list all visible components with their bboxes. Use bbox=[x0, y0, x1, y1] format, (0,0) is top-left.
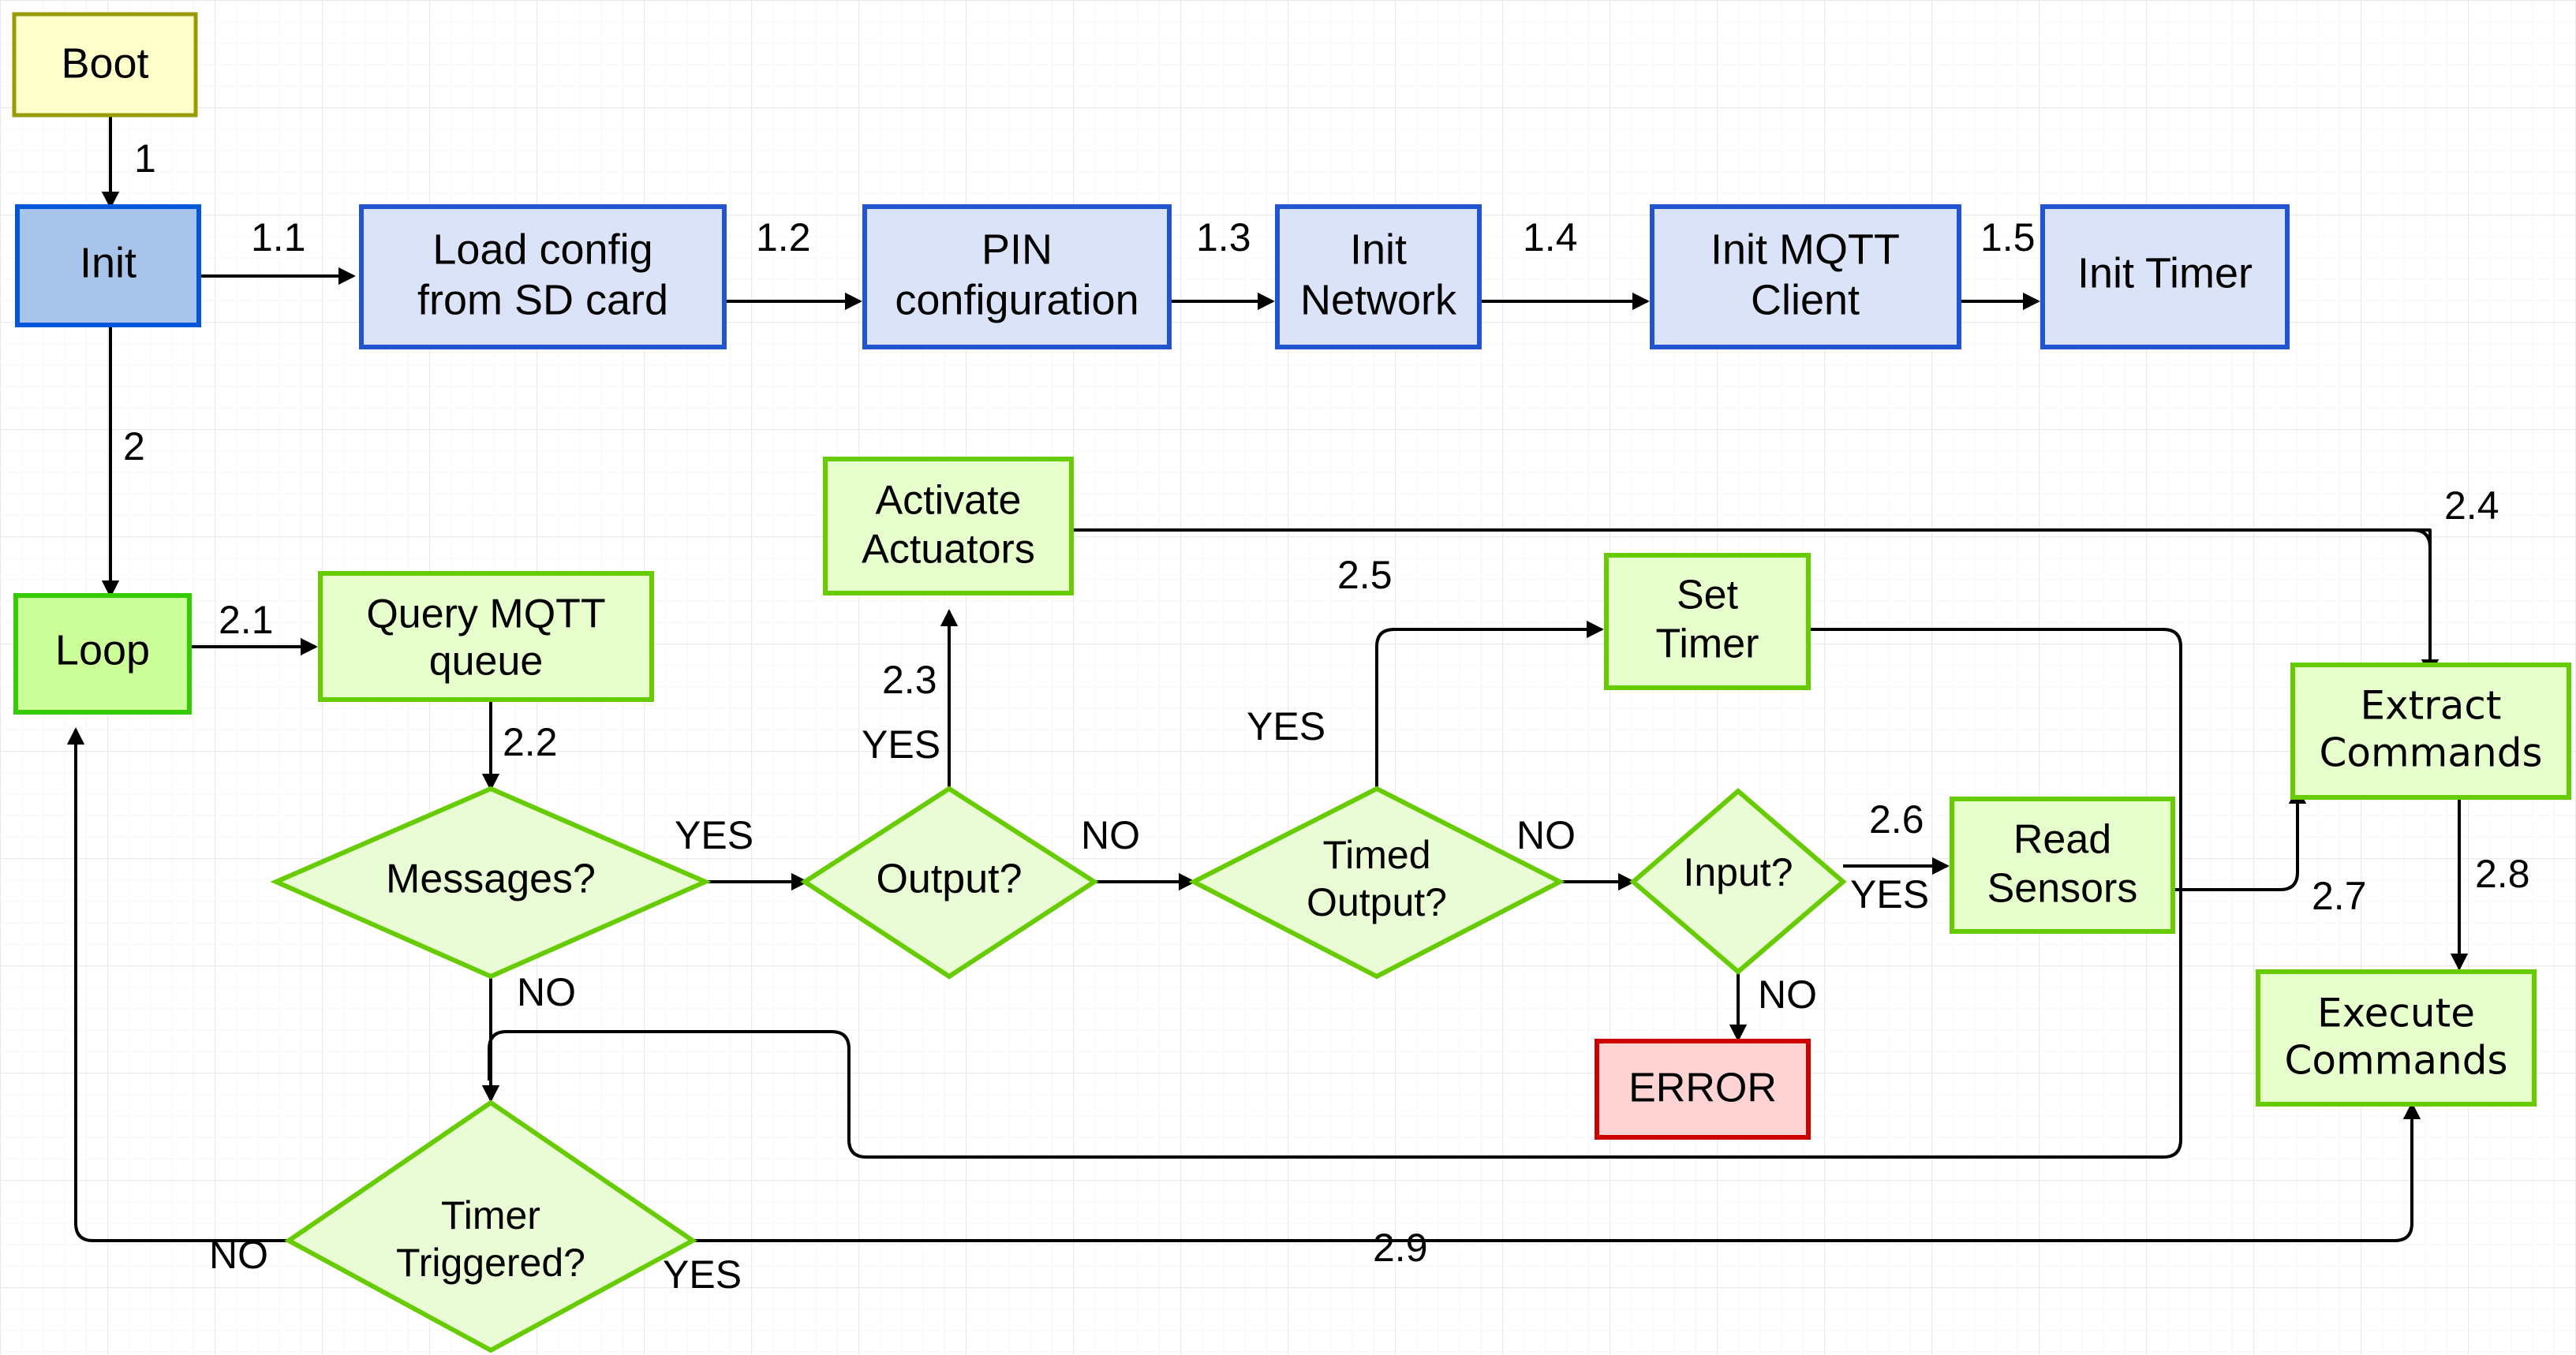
node-load-config-line2: from SD card bbox=[417, 276, 668, 323]
edge-label-2-2: 2.2 bbox=[503, 720, 558, 764]
edge-label-2-5: 2.5 bbox=[1337, 553, 1393, 597]
edge-label-2-8: 2.8 bbox=[2475, 852, 2530, 896]
node-input-decision-label: Input? bbox=[1683, 850, 1793, 894]
node-extract-commands-line2: Commands bbox=[2319, 730, 2542, 776]
node-read-sensors-line1: Read bbox=[2013, 817, 2111, 863]
node-layer: Boot Init Load config from SD card PIN c… bbox=[12, 12, 2571, 1353]
node-init-label: Init bbox=[80, 239, 136, 286]
node-execute-commands-line2: Commands bbox=[2284, 1038, 2507, 1084]
edge-label-2-7: 2.7 bbox=[2312, 874, 2367, 918]
node-init-mqtt-client-line2: Client bbox=[1751, 276, 1860, 323]
edge-readsensors-extract bbox=[2174, 786, 2307, 891]
edge-label-1-2: 1.2 bbox=[756, 215, 811, 259]
edge-label-yes-input: YES bbox=[1850, 872, 1929, 916]
node-timed-output-decision-line2: Output? bbox=[1307, 880, 1447, 924]
node-set-timer-line2: Timer bbox=[1656, 622, 1759, 667]
node-read-sensors-line2: Sensors bbox=[1987, 866, 2138, 912]
node-output-decision[interactable]: Output? bbox=[800, 786, 1099, 980]
node-boot-label: Boot bbox=[61, 39, 148, 87]
node-timer-triggered-decision-line2: Triggered? bbox=[396, 1241, 585, 1285]
node-pin-configuration[interactable]: PIN configuration bbox=[862, 204, 1172, 349]
node-execute-commands[interactable]: Execute Commands bbox=[2256, 969, 2537, 1107]
node-loop-label: Loop bbox=[55, 626, 150, 674]
edge-label-1: 1 bbox=[134, 136, 156, 181]
edge-label-1-5: 1.5 bbox=[1980, 215, 2036, 259]
edge-actuate-extract-round bbox=[1071, 528, 2432, 663]
node-input-decision[interactable]: Input? bbox=[1629, 788, 1847, 975]
node-extract-commands[interactable]: Extract Commands bbox=[2290, 663, 2571, 800]
node-pin-configuration-line1: PIN bbox=[981, 226, 1052, 273]
node-init-network-line2: Network bbox=[1300, 276, 1457, 323]
edge-label-yes-output: YES bbox=[862, 722, 940, 767]
node-loop[interactable]: Loop bbox=[13, 593, 192, 715]
node-execute-commands-line1: Execute bbox=[2317, 991, 2475, 1036]
node-init-network-line1: Init bbox=[1350, 226, 1407, 273]
node-timer-triggered-decision[interactable]: Timer Triggered? bbox=[284, 1099, 697, 1353]
edge-label-1-3: 1.3 bbox=[1196, 215, 1251, 259]
node-activate-actuators[interactable]: Activate Actuators bbox=[823, 457, 1074, 595]
edge-label-yes-timedoutput: YES bbox=[1247, 704, 1325, 748]
node-read-sensors[interactable]: Read Sensors bbox=[1950, 797, 2175, 934]
node-init-timer-label: Init Timer bbox=[2077, 249, 2253, 297]
node-query-mqtt-queue-line2: queue bbox=[429, 639, 544, 685]
edge-label-2-6: 2.6 bbox=[1869, 797, 1924, 842]
node-load-config-line1: Load config bbox=[432, 226, 652, 273]
edge-label-2: 2 bbox=[123, 424, 145, 468]
edge-timertriggered-no-loop bbox=[66, 727, 292, 1242]
node-activate-actuators-line1: Activate bbox=[876, 478, 1022, 524]
node-error-label: ERROR bbox=[1628, 1066, 1777, 1111]
node-init-timer[interactable]: Init Timer bbox=[2040, 204, 2290, 349]
edge-label-2-4: 2.4 bbox=[2444, 483, 2499, 528]
edge-label-no-input: NO bbox=[1758, 972, 1817, 1017]
node-set-timer-line1: Set bbox=[1677, 573, 1739, 618]
node-query-mqtt-queue-line1: Query MQTT bbox=[366, 592, 605, 637]
node-init-mqtt-client[interactable]: Init MQTT Client bbox=[1650, 204, 1961, 349]
node-timed-output-decision-line1: Timed bbox=[1322, 833, 1430, 877]
edge-label-no-timedoutput: NO bbox=[1516, 813, 1576, 857]
node-error[interactable]: ERROR bbox=[1595, 1039, 1811, 1140]
node-init[interactable]: Init bbox=[15, 204, 201, 327]
node-pin-configuration-line2: configuration bbox=[895, 276, 1138, 323]
node-load-config[interactable]: Load config from SD card bbox=[359, 204, 727, 349]
edge-label-no-timertriggered: NO bbox=[209, 1233, 268, 1277]
node-init-mqtt-client-line1: Init MQTT bbox=[1710, 226, 1900, 273]
node-extract-commands-line1: Extract bbox=[2360, 683, 2501, 729]
edge-layer bbox=[66, 114, 2469, 1242]
edge-label-yes-timertriggered: YES bbox=[663, 1252, 742, 1297]
node-boot[interactable]: Boot bbox=[12, 12, 198, 118]
edge-timedoutput-yes-settimer bbox=[1375, 620, 1604, 836]
edge-label-2-9: 2.9 bbox=[1373, 1226, 1428, 1270]
node-output-decision-label: Output? bbox=[876, 857, 1022, 902]
edge-settimer-return bbox=[488, 628, 2182, 1159]
node-set-timer[interactable]: Set Timer bbox=[1604, 553, 1811, 690]
edge-label-1-1: 1.1 bbox=[251, 215, 306, 259]
edge-label-no-output: NO bbox=[1081, 813, 1140, 857]
edge-label-1-4: 1.4 bbox=[1523, 215, 1578, 259]
edge-label-2-1: 2.1 bbox=[219, 598, 274, 642]
edge-label-2-3: 2.3 bbox=[882, 658, 937, 702]
node-messages-decision[interactable]: Messages? bbox=[270, 786, 712, 980]
node-activate-actuators-line2: Actuators bbox=[862, 527, 1035, 573]
node-messages-decision-label: Messages? bbox=[386, 857, 596, 902]
node-timed-output-decision[interactable]: Timed Output? bbox=[1188, 786, 1565, 980]
edge-label-layer: 1 1.1 1.2 1.3 1.4 1.5 2 2.1 2.2 2.3 2.4 … bbox=[123, 136, 2530, 1297]
edge-label-yes-messages: YES bbox=[675, 813, 753, 857]
edge-timertriggered-yes-execute bbox=[693, 1102, 2421, 1242]
edge-label-no-messages: NO bbox=[517, 970, 576, 1014]
node-query-mqtt-queue[interactable]: Query MQTT queue bbox=[318, 571, 654, 702]
node-timer-triggered-decision-line1: Timer bbox=[441, 1193, 540, 1237]
node-init-network[interactable]: Init Network bbox=[1275, 204, 1482, 349]
